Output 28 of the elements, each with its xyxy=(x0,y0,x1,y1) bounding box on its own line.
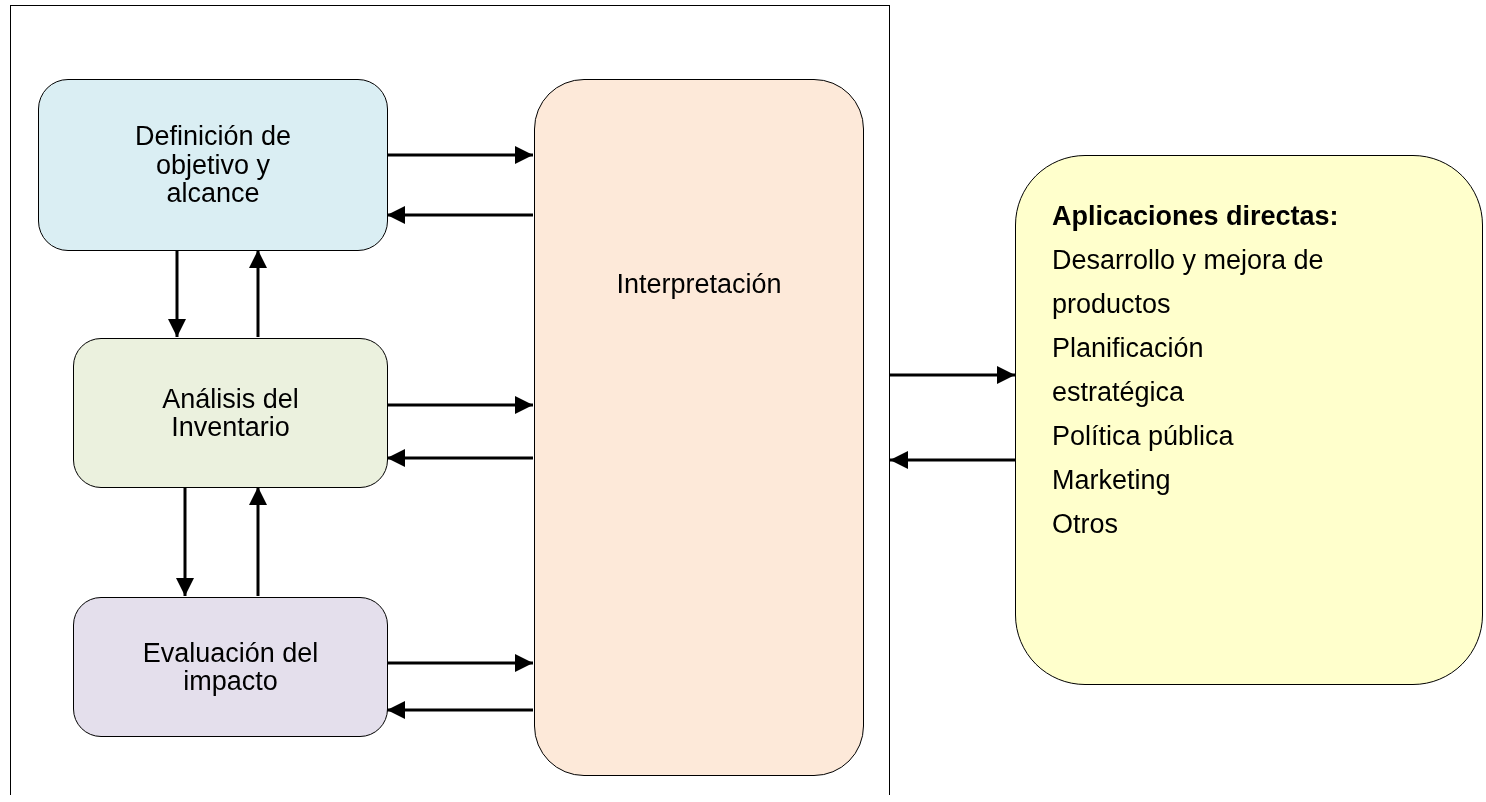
arrow xyxy=(387,206,533,224)
arrow xyxy=(387,146,533,164)
process-box xyxy=(73,338,388,488)
arrow xyxy=(387,449,533,467)
box-label: Análisis del Inventario xyxy=(161,384,300,442)
arrow xyxy=(249,250,267,337)
arrow xyxy=(387,701,533,719)
arrow xyxy=(387,654,533,672)
process-box xyxy=(38,79,388,251)
list-item: Marketing xyxy=(1052,464,1171,497)
frame-box xyxy=(10,5,890,795)
process-box xyxy=(534,79,864,776)
box-label: Definición de objetivo y alcance xyxy=(133,122,293,208)
arrow xyxy=(168,250,186,337)
box-label: Evaluación del impacto xyxy=(141,638,320,696)
applications-box xyxy=(1015,155,1483,685)
list-item: Otros xyxy=(1052,508,1118,541)
box-label: Interpretación xyxy=(615,270,783,299)
list-item: Desarrollo y mejora de productos xyxy=(1052,244,1325,321)
arrow xyxy=(387,396,533,414)
process-box xyxy=(73,597,388,737)
arrow xyxy=(249,487,267,596)
arrow xyxy=(176,487,194,596)
arrow xyxy=(890,451,1015,469)
list-item: Política pública xyxy=(1052,420,1234,453)
box-heading: Aplicaciones directas: xyxy=(1052,200,1339,233)
arrow xyxy=(890,366,1015,384)
list-item: Planificación estratégica xyxy=(1052,332,1205,409)
